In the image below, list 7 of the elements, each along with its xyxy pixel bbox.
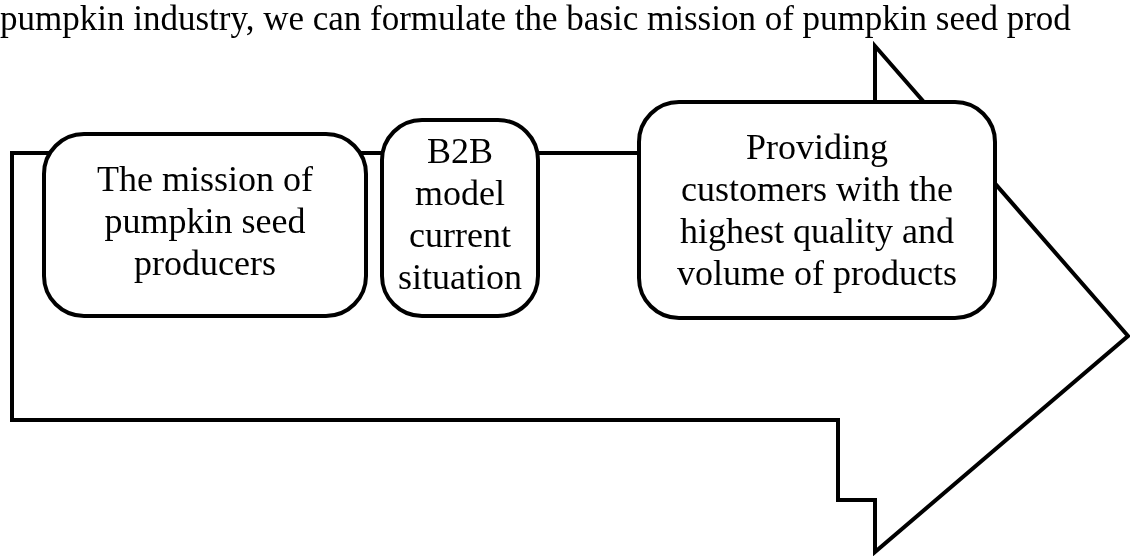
box-text: Providing customers with the highest quality and volume of products <box>676 126 958 294</box>
rounded-box <box>380 118 540 318</box>
rounded-box <box>42 132 368 318</box>
box-text: B2B model current situation <box>397 130 523 298</box>
rounded-box <box>637 100 997 320</box>
box-text: The mission of pumpkin seed producers <box>96 158 314 284</box>
intro-text: pumpkin industry, we can formulate the basic mission of pumpkin seed prod <box>0 0 1071 39</box>
